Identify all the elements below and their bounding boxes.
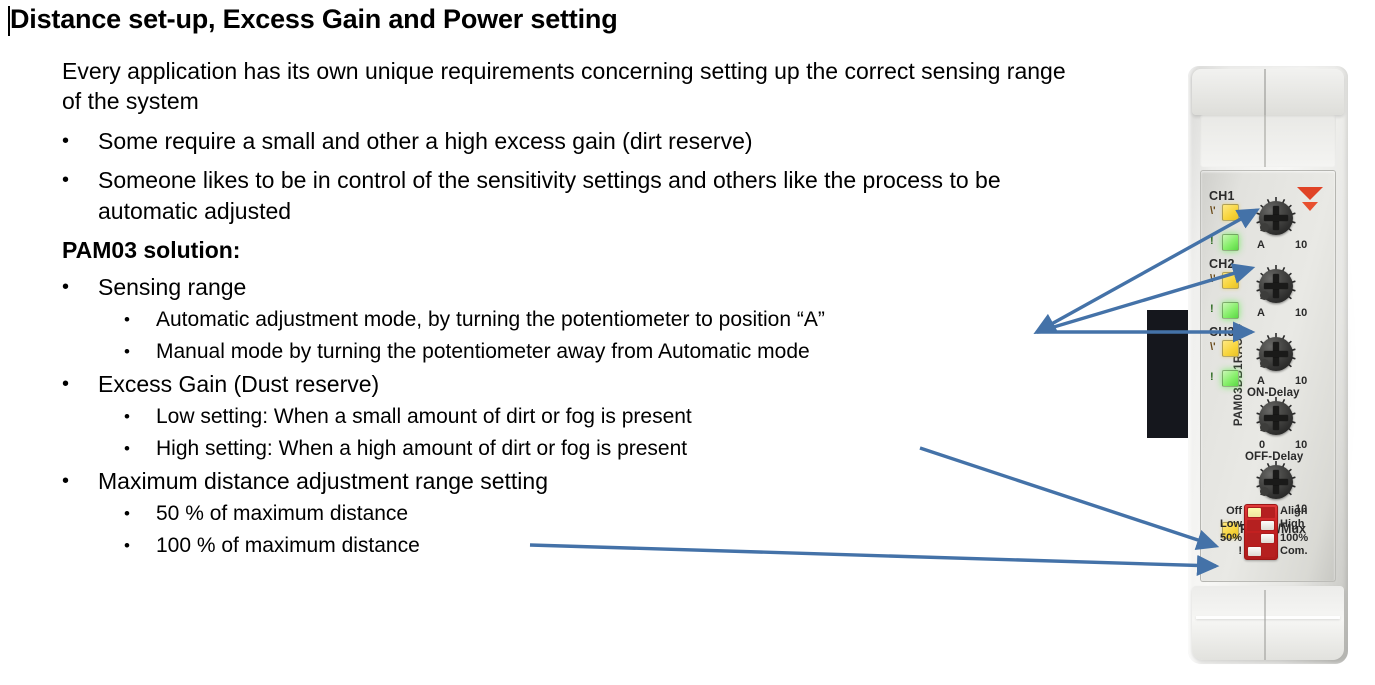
title-text-caret [8,6,10,36]
device-terminal-block-top [1200,115,1336,167]
section-label: Excess Gain (Dust reserve) [98,371,380,397]
ch1-scale-min: A [1257,239,1265,251]
ch3-scale-max: 10 [1295,375,1308,387]
list-item: • Someone likes to be in control of the … [62,165,1072,227]
off-delay-scale-max: 10 [1295,503,1308,515]
on-delay-scale-min: 0 [1259,439,1266,451]
list-item: • Manual mode by turning the potentiomet… [124,337,1072,366]
ch3-yellow-led-glyph: \' [1210,341,1216,353]
list-item: • Maximum distance adjustment range sett… [62,466,1072,497]
dip-switch-block[interactable] [1244,504,1278,560]
list-item: • Some require a small and other a high … [62,126,1072,157]
dip-left-label-column: Off Low 50% ! [1204,505,1242,559]
page-title: Distance set-up, Excess Gain and Power s… [10,4,618,34]
on-delay-potentiometer[interactable] [1256,397,1296,435]
list-item: • Automatic adjustment mode, by turning … [124,305,1072,334]
bullet-icon: • [124,342,130,361]
channel-label-ch1: CH1 [1209,189,1235,203]
dip-label-alarm: ! [1238,545,1242,558]
dip-right-label-column: Align High 100% Com. [1280,505,1330,559]
ch3-green-led-glyph: ! [1210,371,1214,383]
ch3-output-led [1222,340,1239,357]
on-delay-scale-max: 10 [1295,439,1308,451]
bullet-icon: • [62,373,70,395]
dip-label-com: Com. [1280,545,1308,558]
dip-switch-2[interactable] [1247,520,1275,531]
bullet-icon: • [62,130,70,152]
bullet-label: Some require a small and other a high ex… [98,128,753,154]
sub-bullet-label: High setting: When a high amount of dirt… [156,437,688,460]
bullet-icon: • [124,439,130,458]
list-item: • High setting: When a high amount of di… [124,434,1072,463]
pam03-device-illustration: PAM03DB1RAU24 CH1 \' ! [1186,66,1358,666]
sub-bullet-label: Low setting: When a small amount of dirt… [156,405,692,428]
dip-label-align: Align [1280,505,1308,517]
solution-heading: PAM03 solution: [62,237,241,263]
sub-bullet-label: 50 % of maximum distance [156,502,409,525]
alignment-indicator-icon [1297,187,1323,213]
sub-bullet-label: 100 % of maximum distance [156,534,420,557]
black-redaction-block [1147,310,1189,438]
bullet-icon: • [124,310,130,329]
ch2-potentiometer[interactable] [1256,265,1296,303]
device-top-cap [1192,69,1344,115]
intro-paragraph: Every application has its own unique req… [62,58,1066,114]
off-delay-potentiometer[interactable] [1256,461,1296,499]
ch2-scale-max: 10 [1295,307,1308,319]
dip-switch-area: Off Low 50% ! Align High 100% Com. [1200,170,1334,580]
bullet-icon: • [124,536,130,555]
bullet-icon: • [62,276,70,298]
bullet-label: Someone likes to be in control of the se… [98,167,1001,224]
ch3-scale-min: A [1257,375,1265,387]
sub-bullet-label: Manual mode by turning the potentiometer… [156,340,810,363]
section-label: Maximum distance adjustment range settin… [98,468,548,494]
bullet-icon: • [62,169,70,191]
bullet-icon: • [124,407,130,426]
list-item: • 50 % of maximum distance [124,499,1072,528]
list-item: • Excess Gain (Dust reserve) [62,369,1072,400]
power-mux-led [1222,522,1239,539]
ch1-scale-max: 10 [1295,239,1308,251]
section-label: Sensing range [98,274,247,300]
dip-label-50pct: 50% [1219,531,1242,544]
slide-body: Every application has its own unique req… [62,56,1072,563]
bullet-icon: • [124,504,130,523]
ch3-status-led [1222,370,1239,387]
list-item: • Sensing range [62,272,1072,303]
dip-label-high: High [1280,518,1305,531]
dip-label-off: Off [1226,505,1242,517]
ch1-potentiometer[interactable] [1256,197,1296,235]
ch3-potentiometer[interactable] [1256,333,1296,371]
dip-switch-4[interactable] [1247,546,1275,557]
sub-bullet-label: Automatic adjustment mode, by turning th… [156,308,825,331]
off-delay-caption: OFF-Delay [1245,451,1304,463]
device-bottom-cap [1192,586,1344,660]
dip-switch-3[interactable] [1247,533,1275,544]
ch2-scale-min: A [1257,307,1265,319]
dip-label-low: Low [1220,518,1242,531]
list-item: • Low setting: When a small amount of di… [124,402,1072,431]
dip-label-100pct: 100% [1280,531,1309,544]
list-item: • 100 % of maximum distance [124,531,1072,560]
bullet-icon: • [62,470,70,492]
dip-switch-1[interactable] [1247,507,1275,518]
on-delay-caption: ON-Delay [1247,387,1300,399]
